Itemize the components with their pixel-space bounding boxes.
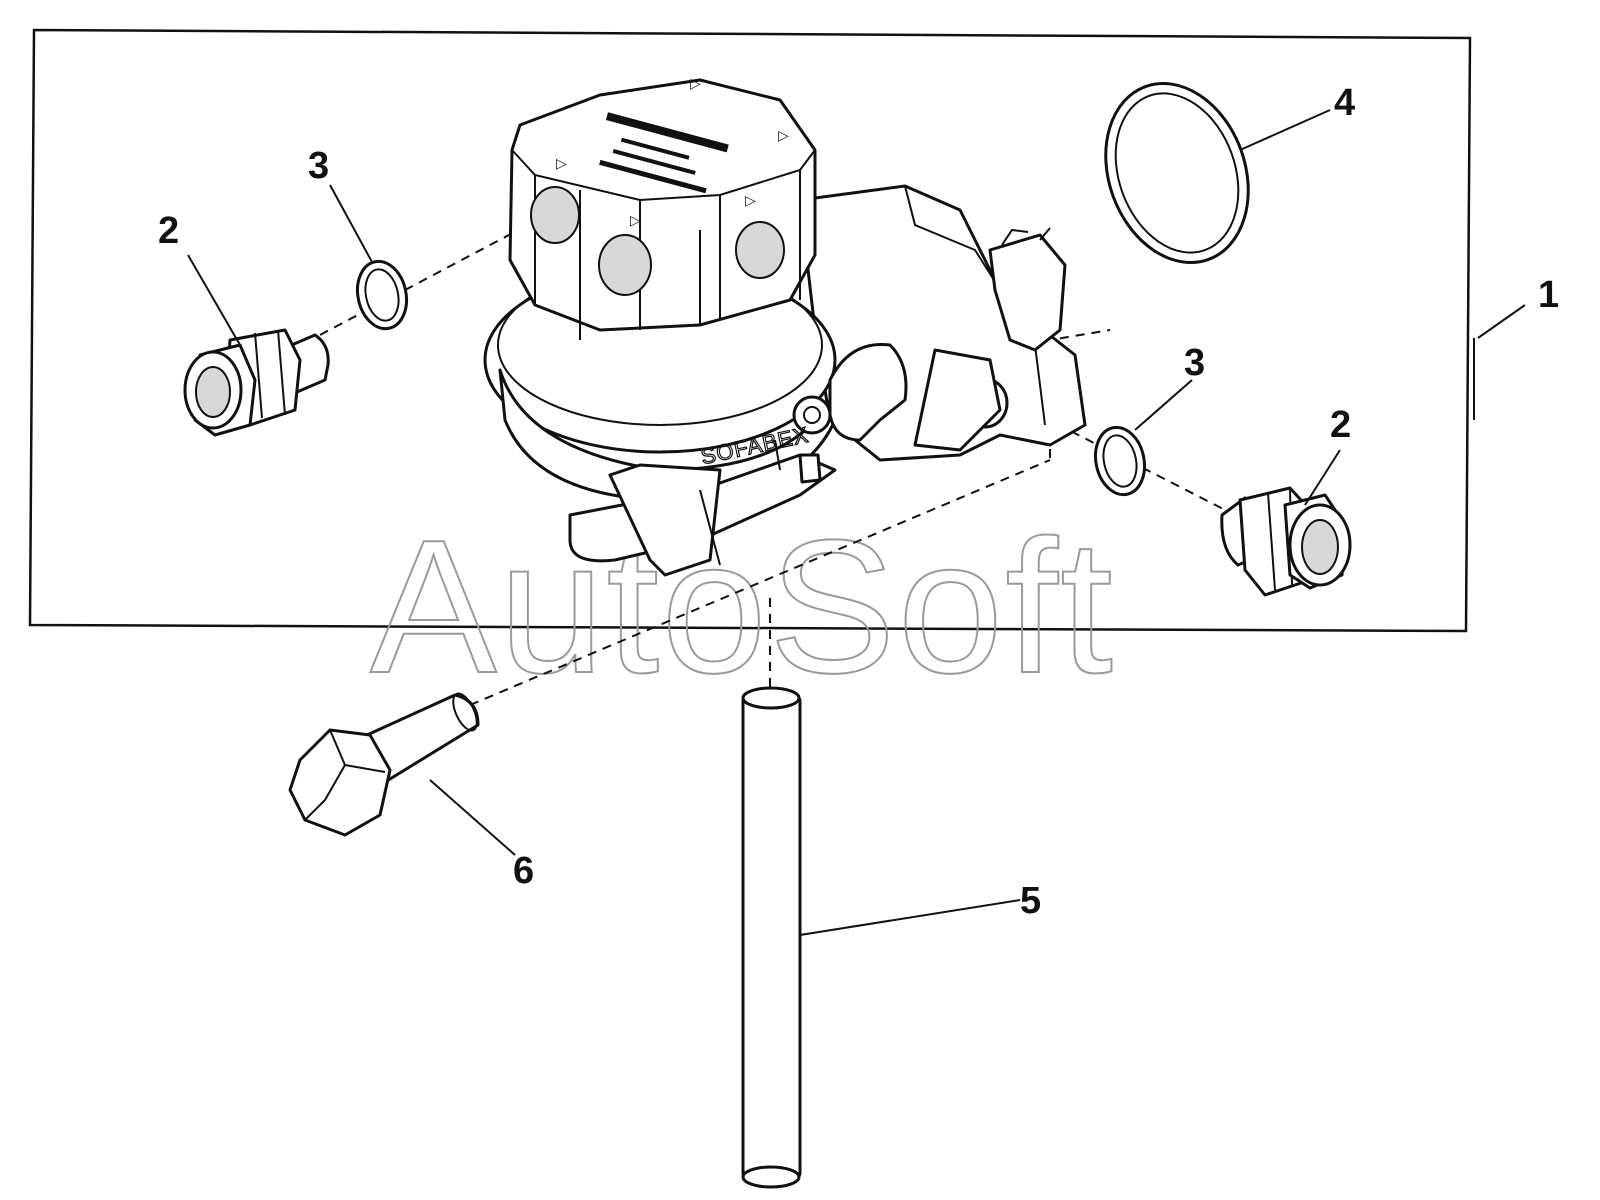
callout-2-left: 2 bbox=[158, 210, 179, 252]
callout-2-right: 2 bbox=[1330, 404, 1351, 446]
callout-5: 5 bbox=[1020, 880, 1041, 922]
cover-arrow-3: ▷ bbox=[745, 192, 756, 208]
fuel-fitting-left bbox=[183, 328, 330, 437]
push-rod bbox=[741, 686, 802, 1189]
watermark-text: AutoSoft bbox=[370, 501, 1115, 713]
callout-3-right: 3 bbox=[1184, 342, 1205, 384]
callout-1: 1 bbox=[1538, 274, 1559, 316]
assembly-boundary-box bbox=[28, 28, 1472, 633]
o-ring-gasket bbox=[1104, 81, 1250, 265]
fuel-pump: ▷ ▷ ▷ ▷ ▷ SOFABEX bbox=[483, 75, 1087, 577]
seal-washer-left bbox=[355, 259, 409, 331]
callout-4: 4 bbox=[1334, 82, 1355, 124]
leader-line-3a bbox=[329, 184, 373, 263]
callout-3-left: 3 bbox=[308, 145, 329, 187]
leader-line-5 bbox=[799, 899, 1021, 936]
alignment-line-bolt bbox=[469, 459, 1051, 706]
cover-arrow-4: ▷ bbox=[778, 127, 789, 143]
cover-embossing bbox=[599, 112, 729, 194]
cover-arrow-2: ▷ bbox=[630, 212, 641, 228]
leader-line-2a bbox=[187, 254, 241, 346]
fuel-fitting-right bbox=[1220, 486, 1352, 597]
cover-arrow-1: ▷ bbox=[556, 155, 567, 171]
seal-washer-right bbox=[1093, 425, 1147, 497]
flange-bolt bbox=[288, 692, 480, 837]
leader-line-4 bbox=[1239, 109, 1331, 151]
leader-line-2b bbox=[1304, 449, 1341, 506]
cover-arrow-5: ▷ bbox=[690, 75, 701, 91]
leader-line-1 bbox=[1477, 304, 1526, 339]
leader-line-6 bbox=[429, 779, 516, 856]
callout-6: 6 bbox=[513, 850, 534, 892]
leader-line-3b bbox=[1134, 379, 1193, 431]
